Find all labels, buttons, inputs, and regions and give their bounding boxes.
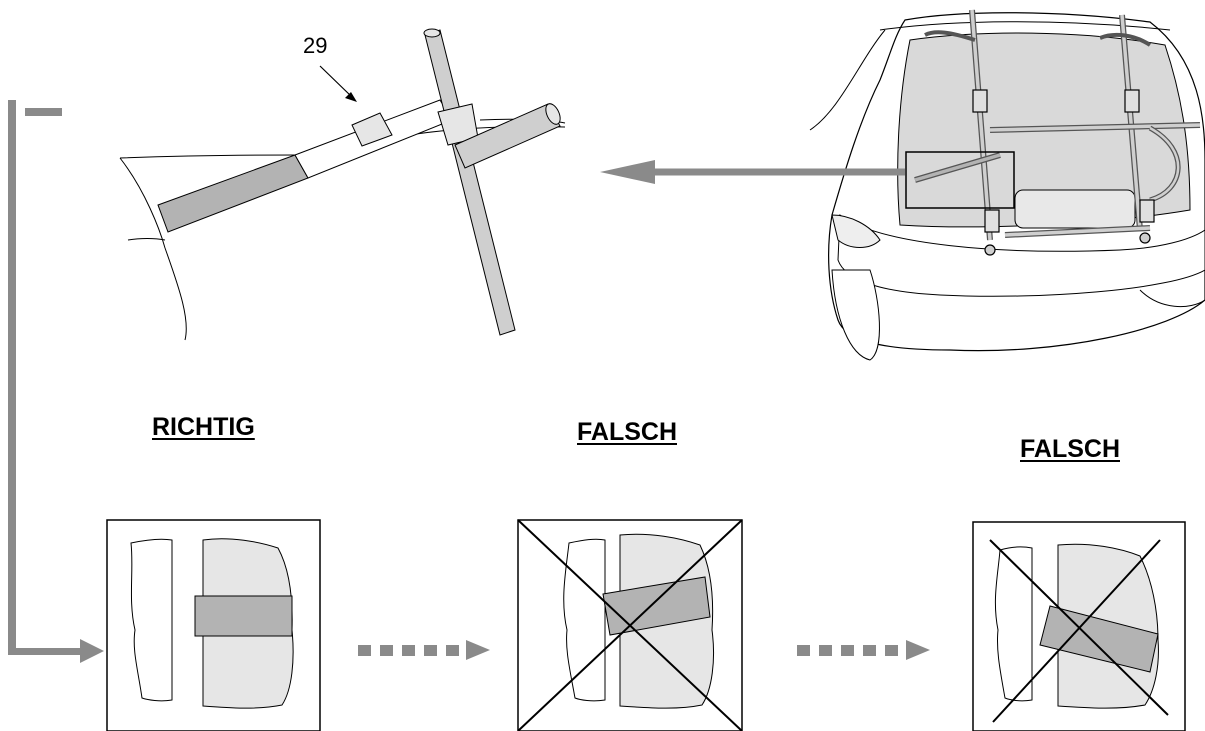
car-surface-edge — [994, 546, 1033, 702]
tail-light-left — [831, 214, 881, 248]
license-plate-area — [1014, 189, 1136, 229]
strap-buckle — [351, 112, 393, 147]
frame-tube-vertical — [424, 29, 516, 336]
panel-edge-bottom — [164, 247, 187, 341]
car-bumper — [837, 214, 1205, 297]
panel-wrong-1 — [517, 519, 743, 731]
frame-tube-horizontal — [454, 103, 561, 169]
detail-highlight-box — [905, 151, 1015, 209]
car-surface-edge — [563, 538, 606, 702]
detail-view-illustration — [119, 28, 566, 341]
strap-straight — [194, 595, 293, 637]
panel-wrong-2 — [972, 521, 1186, 731]
cross-mark — [989, 539, 1169, 723]
wheel-right — [1139, 289, 1205, 308]
strap-band — [157, 154, 309, 233]
bike-carrier — [914, 9, 1201, 256]
dotted-arrow-1 — [358, 640, 490, 660]
zoom-arrow — [600, 160, 905, 184]
strap-tilted — [1039, 605, 1159, 673]
car-roof-line — [879, 21, 1171, 31]
car-roof-curve — [809, 29, 886, 131]
car-rear-illustration — [809, 9, 1205, 361]
label-wrong-2: FALSCH — [1020, 435, 1120, 463]
strap-tilted — [602, 576, 711, 636]
panel-edge-top — [119, 154, 301, 159]
wheel-left — [831, 269, 880, 361]
label-correct: RICHTIG — [152, 413, 255, 441]
panel-edge-curve — [119, 157, 166, 249]
panel-edge-small — [127, 238, 166, 241]
panel-correct — [106, 519, 321, 731]
cross-mark — [517, 519, 743, 731]
dotted-arrow-2 — [797, 640, 930, 660]
label-wrong-1: FALSCH — [577, 418, 677, 446]
callout-pointer — [319, 65, 357, 102]
callout-number: 29 — [303, 33, 328, 58]
connector-arrow — [8, 100, 104, 663]
car-surface-edge — [130, 538, 173, 702]
